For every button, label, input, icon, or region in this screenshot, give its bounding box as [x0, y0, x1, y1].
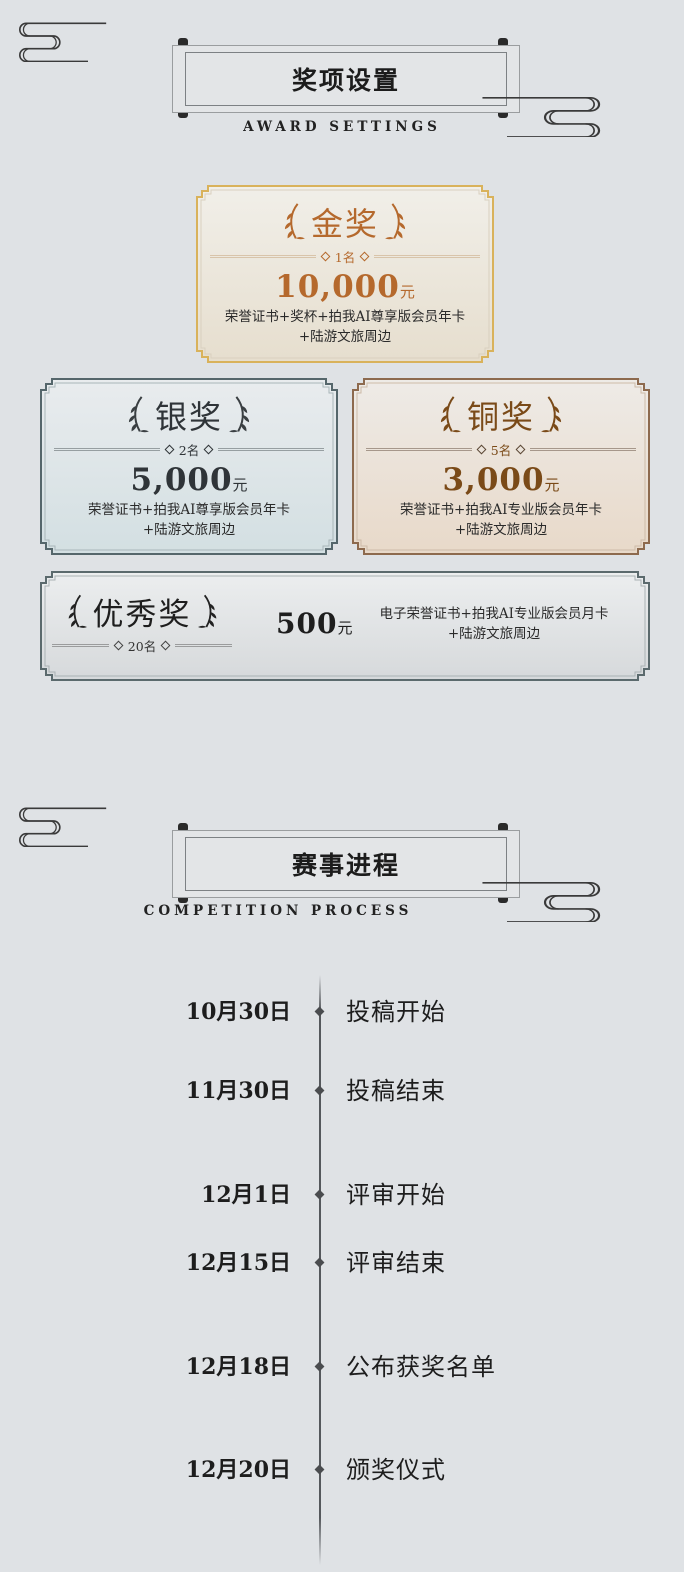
award-count: 5名: [490, 443, 512, 458]
award-amount: 500: [276, 607, 338, 640]
timeline-event: 公布获奖名单: [346, 1353, 496, 1381]
card-frame: [40, 571, 650, 681]
timeline-item: 11月30日 投稿结束: [0, 1073, 684, 1109]
award-desc-line2: +陆游文旅周边: [142, 522, 236, 538]
award-name: 银奖: [154, 398, 223, 436]
timeline-date: 12月20日: [185, 1457, 291, 1483]
competition-process-header: 赛事进程 COMPETITION PROCESS: [0, 800, 684, 930]
laurel-left-icon: [127, 395, 149, 435]
section-title: 奖项设置: [291, 66, 400, 95]
award-count: 1名: [334, 250, 356, 265]
timeline-date: 12月18日: [185, 1354, 291, 1380]
diamond-icon: [515, 444, 526, 455]
scroll-knob-icon: [178, 894, 188, 903]
award-count: 2名: [178, 443, 200, 458]
timeline-dot-icon: [314, 1257, 325, 1268]
timeline-dot-icon: [314, 1464, 325, 1475]
scroll-knob-icon: [178, 38, 188, 47]
scroll-knob-icon: [498, 894, 508, 903]
award-desc-line2: +陆游文旅周边: [447, 626, 541, 642]
timeline-item: 12月15日 评审结束: [0, 1245, 684, 1281]
award-unit: 元: [232, 476, 248, 494]
award-amount: 3,000: [442, 462, 545, 498]
award-amount: 10,000: [275, 269, 400, 305]
diamond-icon: [164, 444, 175, 455]
award-desc-line1: 荣誉证书+拍我AI尊享版会员年卡: [88, 502, 290, 518]
timeline-dot-icon: [314, 1085, 325, 1096]
diamond-icon: [476, 444, 487, 455]
award-name: 铜奖: [466, 398, 535, 436]
card-frame: [40, 378, 338, 555]
award-count: 20名: [127, 639, 157, 654]
scroll-knob-icon: [498, 38, 508, 47]
timeline-date: 12月15日: [185, 1250, 291, 1276]
award-name: 优秀奖: [92, 597, 192, 633]
timeline-dot-icon: [314, 1189, 325, 1200]
section-title: 赛事进程: [291, 851, 400, 880]
scroll-knob-icon: [498, 823, 508, 832]
award-desc-line2: +陆游文旅周边: [454, 522, 548, 538]
section-subtitle: COMPETITION PROCESS: [143, 903, 413, 919]
award-unit: 元: [399, 283, 415, 301]
diamond-icon: [359, 251, 370, 262]
timeline-date: 11月30日: [185, 1078, 291, 1104]
cloud-ornament-icon: [8, 20, 108, 62]
cloud-ornament-icon: [480, 95, 615, 137]
timeline-event: 评审结束: [346, 1249, 446, 1277]
diamond-icon: [203, 444, 214, 455]
scroll-knob-icon: [178, 823, 188, 832]
award-unit: 元: [544, 476, 560, 494]
award-amount: 5,000: [130, 462, 233, 498]
laurel-right-icon: [541, 395, 563, 435]
timeline-item: 12月20日 颁奖仪式: [0, 1452, 684, 1488]
diamond-icon: [160, 640, 171, 651]
timeline-event: 投稿结束: [346, 1077, 446, 1105]
timeline-item: 12月1日 评审开始: [0, 1177, 684, 1213]
award-card-silver: 银奖 2名 5,000元 荣誉证书+拍我AI尊享版会员年卡 +陆游文旅周边: [40, 378, 338, 555]
diamond-icon: [113, 640, 124, 651]
cloud-ornament-icon: [8, 805, 108, 847]
timeline-axis: [319, 975, 321, 1565]
timeline-item: 12月18日 公布获奖名单: [0, 1349, 684, 1385]
card-frame: [352, 378, 650, 555]
award-desc-line1: 荣誉证书+奖杯+拍我AI尊享版会员年卡: [224, 309, 466, 325]
award-desc-line1: 荣誉证书+拍我AI专业版会员年卡: [400, 502, 602, 518]
laurel-left-icon: [67, 592, 87, 632]
title-scroll: 赛事进程: [172, 830, 520, 898]
timeline-event: 颁奖仪式: [346, 1456, 446, 1484]
award-desc-line2: +陆游文旅周边: [298, 329, 392, 345]
laurel-right-icon: [385, 202, 407, 242]
card-frame: [196, 185, 494, 363]
award-name: 金奖: [310, 205, 379, 243]
award-desc-line1: 电子荣誉证书+拍我AI专业版会员月卡: [379, 606, 609, 622]
award-card-gold: 金奖 1名 10,000元 荣誉证书+奖杯+拍我AI尊享版会员年卡 +陆游文旅周…: [196, 185, 494, 363]
timeline-date: 12月1日: [201, 1182, 291, 1208]
laurel-right-icon: [229, 395, 251, 435]
title-scroll: 奖项设置: [172, 45, 520, 113]
timeline-item: 10月30日 投稿开始: [0, 994, 684, 1030]
timeline-date: 10月30日: [185, 999, 291, 1025]
award-settings-header: 奖项设置 AWARD SETTINGS: [0, 15, 684, 145]
timeline-dot-icon: [314, 1006, 325, 1017]
laurel-right-icon: [198, 592, 218, 632]
laurel-left-icon: [439, 395, 461, 435]
cloud-ornament-icon: [480, 880, 615, 922]
scroll-knob-icon: [498, 109, 508, 118]
diamond-icon: [320, 251, 331, 262]
scroll-knob-icon: [178, 109, 188, 118]
timeline-event: 评审开始: [346, 1181, 446, 1209]
timeline-event: 投稿开始: [346, 998, 446, 1026]
timeline-dot-icon: [314, 1361, 325, 1372]
laurel-left-icon: [283, 202, 305, 242]
award-unit: 元: [337, 619, 353, 637]
award-card-excellent: 优秀奖 20名 500元 电子荣誉证书+拍我AI专业版会员月卡 +陆游文旅周边: [40, 571, 650, 681]
section-subtitle: AWARD SETTINGS: [243, 119, 441, 135]
award-card-bronze: 铜奖 5名 3,000元 荣誉证书+拍我AI专业版会员年卡 +陆游文旅周边: [352, 378, 650, 555]
